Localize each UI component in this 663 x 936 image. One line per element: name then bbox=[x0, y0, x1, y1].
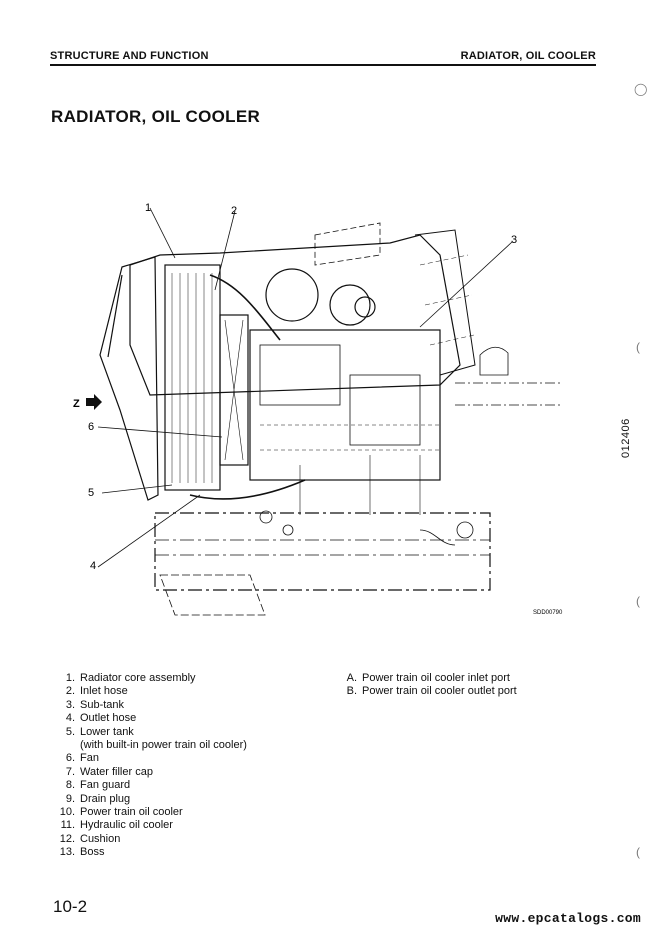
callout-2: 2 bbox=[231, 205, 237, 217]
parts-list-numbered: 1.Radiator core assembly 2.Inlet hose 3.… bbox=[58, 672, 328, 860]
callout-5: 5 bbox=[88, 487, 94, 499]
list-item: 13.Boss bbox=[59, 846, 105, 859]
header-section-title: STRUCTURE AND FUNCTION bbox=[50, 50, 209, 62]
leader-line-1 bbox=[149, 207, 176, 259]
diagram-drawing: 1 2 3 4 5 6 Z SDD00790 bbox=[73, 202, 563, 616]
binding-hole-mark-mid: ( bbox=[636, 340, 640, 354]
list-item: 10.Power train oil cooler bbox=[59, 806, 183, 819]
air-cleaner-shape bbox=[265, 268, 319, 322]
fan-shape bbox=[219, 314, 249, 466]
list-item: 8.Fan guard bbox=[65, 779, 131, 792]
page-title: RADIATOR, OIL COOLER bbox=[51, 107, 261, 126]
view-label-z: Z bbox=[73, 398, 80, 410]
frame-outline bbox=[129, 234, 461, 396]
callout-1: 1 bbox=[145, 202, 151, 214]
list-item-continuation: (with built-in power train oil cooler) bbox=[80, 739, 247, 752]
leader-line-3 bbox=[419, 241, 513, 328]
leader-line-2 bbox=[214, 210, 236, 291]
list-item: 7.Water filler cap bbox=[65, 765, 153, 778]
outlet-hose-shape bbox=[189, 479, 306, 500]
binding-hole-mark-top: ◯ bbox=[634, 82, 648, 96]
running-header: STRUCTURE AND FUNCTION RADIATOR, OIL COO… bbox=[50, 48, 596, 66]
page-number: 10-2 bbox=[53, 897, 88, 916]
binding-hole-mark-lower: ( bbox=[636, 594, 640, 608]
list-item: 5.Lower tank bbox=[65, 725, 134, 738]
list-item: 9.Drain plug bbox=[65, 792, 131, 805]
list-item: 4.Outlet hose bbox=[65, 712, 137, 725]
engine-radiator-diagram: 1 2 3 4 5 6 Z SDD00790 bbox=[60, 195, 640, 625]
front-guard bbox=[99, 256, 159, 501]
watermark-url: www.epcatalogs.com bbox=[495, 911, 641, 926]
header-topic-title: RADIATOR, OIL COOLER bbox=[460, 50, 596, 62]
binding-hole-mark-bottom: ( bbox=[636, 845, 640, 859]
leader-line-5 bbox=[101, 484, 173, 494]
inlet-hose-shape bbox=[209, 274, 281, 341]
parts-list-lettered: A.Power train oil cooler inlet port B.Po… bbox=[340, 672, 580, 699]
list-item: 1.Radiator core assembly bbox=[65, 672, 196, 684]
list-item: 3.Sub-tank bbox=[65, 698, 125, 711]
view-arrow-icon bbox=[86, 394, 102, 410]
leader-line-4 bbox=[97, 494, 201, 568]
list-item: A.Power train oil cooler inlet port bbox=[346, 672, 510, 684]
list-item: 2.Inlet hose bbox=[65, 685, 128, 698]
list-item: 6.Fan bbox=[65, 752, 99, 765]
leader-line-6 bbox=[97, 426, 223, 438]
callout-6: 6 bbox=[88, 421, 94, 433]
list-item: 12.Cushion bbox=[59, 832, 121, 845]
chassis-frame bbox=[154, 512, 491, 591]
drawing-code: SDD00790 bbox=[533, 610, 563, 616]
list-item: 11.Hydraulic oil cooler bbox=[60, 819, 173, 832]
list-item: B.Power train oil cooler outlet port bbox=[346, 685, 517, 698]
engine-block-shape bbox=[249, 329, 441, 481]
callout-4: 4 bbox=[90, 560, 96, 572]
side-reference-code: 012406 bbox=[620, 418, 632, 458]
callout-3: 3 bbox=[511, 234, 517, 246]
